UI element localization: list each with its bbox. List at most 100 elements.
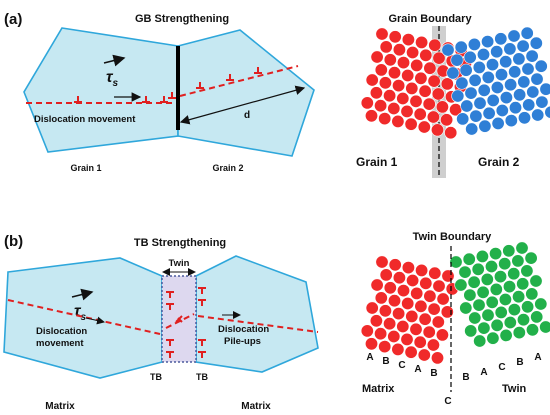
green-atom (520, 264, 534, 278)
red-atom (374, 99, 388, 113)
red-atom (392, 271, 406, 285)
tb-twin-label: Twin (502, 383, 527, 395)
green-atom (515, 241, 529, 255)
red-atom (430, 123, 444, 137)
green-atom (467, 275, 481, 289)
stacking-letter: A (414, 364, 421, 375)
red-atom (427, 302, 441, 316)
movement-text: Dislocation movement (34, 114, 136, 125)
green-atom (459, 301, 473, 315)
red-atom (440, 77, 454, 91)
red-atom (423, 289, 437, 303)
stacking-letter: A (480, 367, 487, 378)
blue-atom (499, 55, 513, 69)
blue-atom (526, 85, 540, 99)
red-atom (432, 279, 446, 293)
blue-atom (504, 78, 518, 92)
stacking-letter: B (382, 356, 389, 367)
red-atom (432, 51, 446, 65)
red-atom (418, 312, 432, 326)
green-atom (512, 326, 526, 340)
panel-b-label: (b) (4, 233, 23, 250)
grain2-label: Grain 2 (212, 163, 243, 173)
red-atom (360, 324, 374, 338)
tau-symbol: τs (106, 69, 119, 89)
red-atom (400, 332, 414, 346)
green-atom (494, 305, 508, 319)
green-atom (512, 290, 526, 304)
tb-matrix-lattice (360, 255, 459, 365)
red-atom (410, 58, 424, 72)
tau-symbol-b: τs (74, 303, 87, 323)
green-atom (473, 334, 487, 348)
red-atom (422, 97, 436, 111)
blue-atom (477, 83, 491, 97)
green-atom (534, 297, 548, 311)
stacking-letter: B (462, 372, 469, 383)
gb-title: Grain Boundary (388, 13, 472, 25)
blue-atom (508, 65, 522, 79)
green-atom (477, 321, 491, 335)
red-atom (396, 284, 410, 298)
blue-atom (454, 40, 468, 54)
stacking-letter: B (516, 357, 523, 368)
red-atom (409, 94, 423, 108)
red-atom (400, 104, 414, 118)
blue-atom (455, 76, 469, 90)
red-atom (374, 291, 388, 305)
blue-atom (525, 49, 539, 63)
red-atom (375, 27, 389, 41)
red-atom (417, 348, 431, 362)
green-atom (502, 280, 516, 294)
red-atom (383, 281, 397, 295)
red-atom (387, 329, 401, 343)
tb-boundary-letter: C (444, 396, 451, 407)
blue-atom (539, 82, 550, 96)
green-atom (490, 318, 504, 332)
red-atom (387, 102, 401, 116)
green-atom (481, 308, 495, 322)
red-atom (440, 113, 454, 127)
red-atom (441, 269, 455, 283)
green-atom (539, 320, 550, 334)
green-atom (480, 272, 494, 286)
grain1-shape (23, 27, 179, 153)
green-atom (493, 270, 507, 284)
red-atom (365, 73, 379, 87)
red-atom (370, 50, 384, 64)
red-atom (419, 48, 433, 62)
green-atom (530, 310, 544, 324)
red-atom (401, 69, 415, 83)
red-atom (422, 325, 436, 339)
blue-atom (499, 91, 513, 105)
blue-atom (473, 96, 487, 110)
blue-atom (464, 86, 478, 100)
red-atom (430, 351, 444, 365)
blue-atom (544, 105, 550, 119)
red-atom (387, 66, 401, 80)
blue-atom (456, 112, 470, 126)
panel-a-title: GB Strengthening (135, 13, 229, 25)
stacking-letter: A (534, 352, 541, 363)
matrix-right-label: Matrix (241, 401, 271, 412)
dislocation-path-left (7, 299, 161, 335)
green-atom (464, 324, 478, 338)
movement-text-b2: movement (36, 338, 84, 349)
pileup-markers (166, 287, 206, 358)
red-atom (417, 120, 431, 134)
blue-atom (490, 45, 504, 59)
red-atom (413, 335, 427, 349)
green-atom (529, 274, 543, 288)
tb-twin-lattice (449, 241, 550, 348)
panel-b-schematic: (b) TB Strengthening Twin τs Dislocation (3, 233, 319, 412)
red-atom (370, 278, 384, 292)
red-atom (409, 322, 423, 336)
blue-atom (494, 32, 508, 46)
red-atom (391, 114, 405, 128)
red-atom (379, 40, 393, 54)
blue-atom (469, 109, 483, 123)
red-atom (374, 63, 388, 77)
